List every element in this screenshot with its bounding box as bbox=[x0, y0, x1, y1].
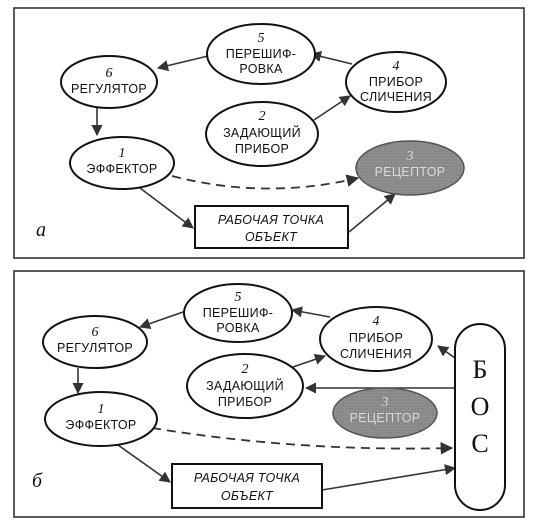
arrow-b-1-to-bos-dashed bbox=[151, 427, 454, 455]
node-a-4-label-1: ПРИБОР bbox=[369, 75, 423, 89]
box-b-label-2: ОБЪЕКТ bbox=[221, 489, 274, 503]
node-a-5-label-1: ПЕРЕШИФ- bbox=[226, 47, 297, 61]
node-a-4-label-2: СЛИЧЕНИЯ bbox=[360, 90, 432, 104]
box-a-work-point: РАБОЧАЯ ТОЧКА ОБЪЕКТ bbox=[194, 205, 349, 249]
node-a-3-receptor: 3 РЕЦЕПТОР bbox=[355, 140, 465, 196]
node-b-2-label-1: ЗАДАЮЩИЙ bbox=[206, 378, 284, 393]
bos-letter-3: С bbox=[471, 429, 488, 458]
node-b-1-effector: 1 ЭФФЕКТОР bbox=[44, 391, 158, 447]
node-b-5-recoding: 5 ПЕРЕШИФ- РОВКА bbox=[183, 283, 293, 343]
arrow-a-5-to-6 bbox=[156, 55, 209, 72]
node-a-2-label-2: ПРИБОР bbox=[235, 142, 289, 156]
node-b-6-regulator: 6 РЕГУЛЯТОР bbox=[42, 315, 148, 369]
node-a-5-recoding: 5 ПЕРЕШИФ- РОВКА bbox=[206, 23, 316, 85]
panel-b: 5 ПЕРЕШИФ- РОВКА 6 РЕГУЛЯТОР 4 ПРИБОР СЛ… bbox=[13, 270, 525, 518]
node-b-3-number: 3 bbox=[381, 395, 389, 410]
panel-b-frame bbox=[13, 270, 525, 518]
arrow-b-1-to-box bbox=[117, 444, 171, 483]
bos-letter-2: О bbox=[471, 392, 490, 421]
box-a-label-2: ОБЪЕКТ bbox=[245, 230, 298, 244]
node-b-4-label-1: ПРИБОР bbox=[349, 331, 403, 345]
node-b-4-comparator: 4 ПРИБОР СЛИЧЕНИЯ bbox=[319, 306, 433, 372]
node-a-1-effector: 1 ЭФФЕКТОР bbox=[69, 136, 175, 190]
node-b-3-receptor: 3 РЕЦЕПТОР bbox=[332, 387, 438, 439]
node-a-4-comparator: 4 ПРИБОР СЛИЧЕНИЯ bbox=[345, 51, 447, 113]
arrow-b-box-to-bos bbox=[321, 464, 457, 491]
node-b-1-number: 1 bbox=[98, 402, 105, 417]
arrow-a-box-to-3 bbox=[348, 193, 396, 233]
panel-a: 5 ПЕРЕШИФ- РОВКА 6 РЕГУЛЯТОР 4 ПРИБОР СЛ… bbox=[13, 7, 525, 259]
node-b-2-label-2: ПРИБОР bbox=[218, 395, 272, 409]
node-b-5-label-1: ПЕРЕШИФ- bbox=[203, 306, 274, 320]
panel-a-frame bbox=[13, 7, 525, 259]
node-a-5-number: 5 bbox=[258, 31, 265, 46]
node-a-2-number: 2 bbox=[259, 109, 266, 124]
node-a-2-label-1: ЗАДАЮЩИЙ bbox=[223, 125, 301, 140]
arrow-a-1-to-box bbox=[139, 187, 194, 229]
node-b-1-label: ЭФФЕКТОР bbox=[65, 418, 136, 432]
node-b-4-label-2: СЛИЧЕНИЯ bbox=[340, 347, 412, 361]
node-b-6-number: 6 bbox=[92, 325, 99, 340]
panel-a-letter: а bbox=[36, 219, 46, 241]
arrow-a-4-to-5 bbox=[309, 50, 353, 65]
bos-unit: Б О С bbox=[454, 323, 506, 511]
arrow-a-1-to-3-dashed bbox=[171, 174, 360, 190]
node-a-5-label-2: РОВКА bbox=[239, 62, 283, 76]
node-b-2-setpoint: 2 ЗАДАЮЩИЙ ПРИБОР bbox=[186, 353, 304, 419]
node-b-6-label: РЕГУЛЯТОР bbox=[57, 341, 133, 355]
node-b-4-number: 4 bbox=[373, 314, 380, 329]
node-a-1-number: 1 bbox=[119, 146, 126, 161]
node-a-6-number: 6 bbox=[106, 66, 113, 81]
box-b-label-1: РАБОЧАЯ ТОЧКА bbox=[194, 471, 300, 485]
node-b-5-number: 5 bbox=[235, 290, 242, 305]
bos-letter-1: Б bbox=[473, 355, 488, 384]
node-a-3-number: 3 bbox=[406, 149, 414, 164]
node-a-6-label: РЕГУЛЯТОР bbox=[71, 82, 147, 96]
node-b-2-number: 2 bbox=[242, 362, 249, 377]
box-b-work-point: РАБОЧАЯ ТОЧКА ОБЪЕКТ bbox=[171, 463, 323, 509]
node-a-6-regulator: 6 РЕГУЛЯТОР bbox=[60, 55, 158, 109]
arrow-b-4-to-5 bbox=[290, 306, 331, 318]
node-b-5-label-2: РОВКА bbox=[216, 321, 260, 335]
arrow-b-2-to-4 bbox=[289, 353, 327, 369]
node-a-4-number: 4 bbox=[393, 59, 400, 74]
arrow-a-2-to-4 bbox=[313, 95, 351, 121]
node-b-3-label: РЕЦЕПТОР bbox=[350, 411, 421, 425]
node-a-2-setpoint: 2 ЗАДАЮЩИЙ ПРИБОР bbox=[205, 101, 319, 167]
panel-b-letter: б bbox=[32, 470, 43, 492]
arrow-b-bos-to-4 bbox=[437, 345, 456, 359]
arrow-b-5-to-6 bbox=[138, 310, 187, 329]
node-a-1-label: ЭФФЕКТОР bbox=[86, 162, 157, 176]
node-a-3-label: РЕЦЕПТОР bbox=[375, 165, 446, 179]
box-a-label-1: РАБОЧАЯ ТОЧКА bbox=[218, 213, 324, 227]
